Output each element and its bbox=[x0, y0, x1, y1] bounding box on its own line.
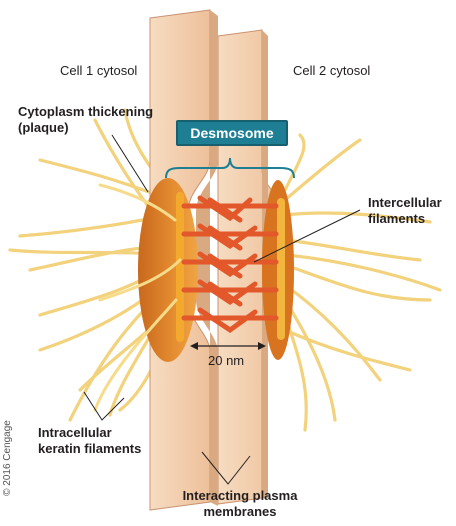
keratin-label-line1: Intracellular bbox=[38, 425, 112, 440]
cell2-label: Cell 2 cytosol bbox=[293, 63, 371, 78]
plaque-label: Cytoplasm thickening (plaque) bbox=[18, 104, 153, 136]
intercellular-label-line2: filaments bbox=[368, 211, 426, 226]
intercellular-label-line1: Intercellular bbox=[368, 195, 442, 210]
desmosome-label: Desmosome bbox=[176, 120, 288, 146]
intercellular-filaments-label: Intercellular filaments bbox=[368, 195, 442, 227]
keratin-label-line2: keratin filaments bbox=[38, 441, 142, 456]
cell1-label: Cell 1 cytosol bbox=[60, 63, 138, 78]
keratin-filaments-right bbox=[283, 133, 442, 432]
keratin-filaments-label: Intracellular keratin filaments bbox=[38, 425, 141, 457]
keratin-filaments-front bbox=[93, 183, 182, 412]
plaque-right bbox=[262, 180, 294, 360]
desmosome-bracket bbox=[165, 157, 295, 179]
membranes-label-line1: Interacting plasma bbox=[182, 488, 298, 503]
intercellular-filaments bbox=[181, 195, 279, 334]
distance-arrow bbox=[190, 342, 266, 350]
plaque-label-line2: (plaque) bbox=[18, 120, 69, 135]
plasma-membranes-label: Interacting plasma membranes bbox=[170, 488, 310, 520]
leader-lines bbox=[83, 134, 361, 485]
plaque-label-line1: Cytoplasm thickening bbox=[18, 104, 154, 119]
distance-label: 20 nm bbox=[208, 353, 245, 368]
membranes-label-line2: membranes bbox=[203, 504, 277, 519]
copyright-label: © 2016 Cengage bbox=[2, 420, 13, 496]
